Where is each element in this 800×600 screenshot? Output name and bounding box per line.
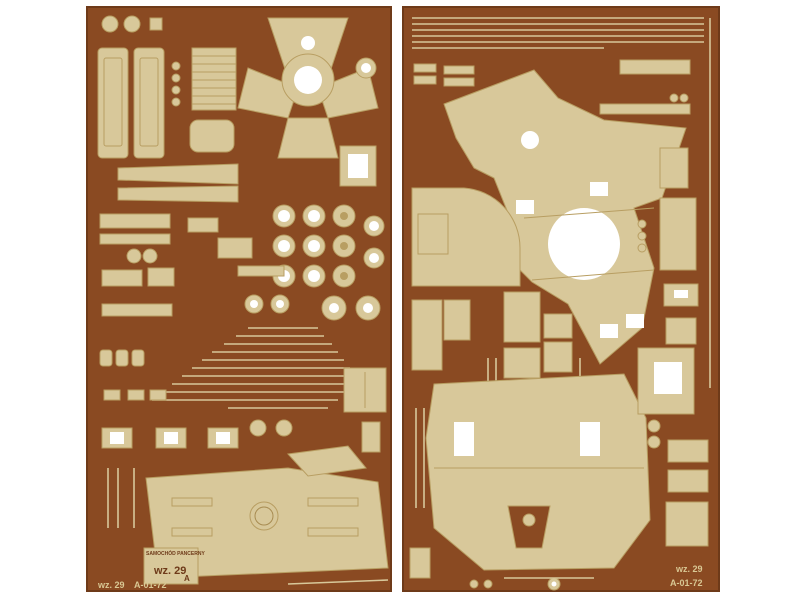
part-axle-units [101,427,239,449]
right-fret-parts [409,17,711,591]
part-long-strips [412,17,704,49]
part-fender [117,163,239,185]
part-disc [123,15,141,33]
nameplate-letter: A [184,574,190,583]
part-radiator-grille [191,47,237,111]
part-door-panel [97,47,129,159]
part-side-panel [411,187,521,287]
part-wheel-discs [244,204,385,321]
part-fender [117,185,239,203]
turret-ring-opening [548,208,620,280]
photo-etch-fret-right: wz. 29 A-01-72 [402,6,720,592]
part-radial-hub [237,17,379,159]
right-footer-code: A-01-72 [670,578,703,588]
part-seat [189,119,235,153]
nameplate-title: SAMOCHÓD PANCERNY [146,551,205,557]
part-door-panel [133,47,165,159]
nameplate-model: wz. 29 [154,565,187,577]
nameplate-part [143,547,199,585]
part-hull-front [425,373,651,571]
photo-etch-fret-left: SAMOCHÓD PANCERNY wz. 29 A wz. 29 A-01-7… [86,6,392,592]
left-fret-parts [97,15,389,585]
part-disc [101,15,119,33]
part-floor-plate [145,445,389,579]
right-footer-model: wz. 29 [676,564,703,574]
left-footer-model: wz. 29 [98,580,125,590]
part-track-links [152,327,360,409]
left-footer-code: A-01-72 [134,580,167,590]
part-bracket [149,17,163,31]
